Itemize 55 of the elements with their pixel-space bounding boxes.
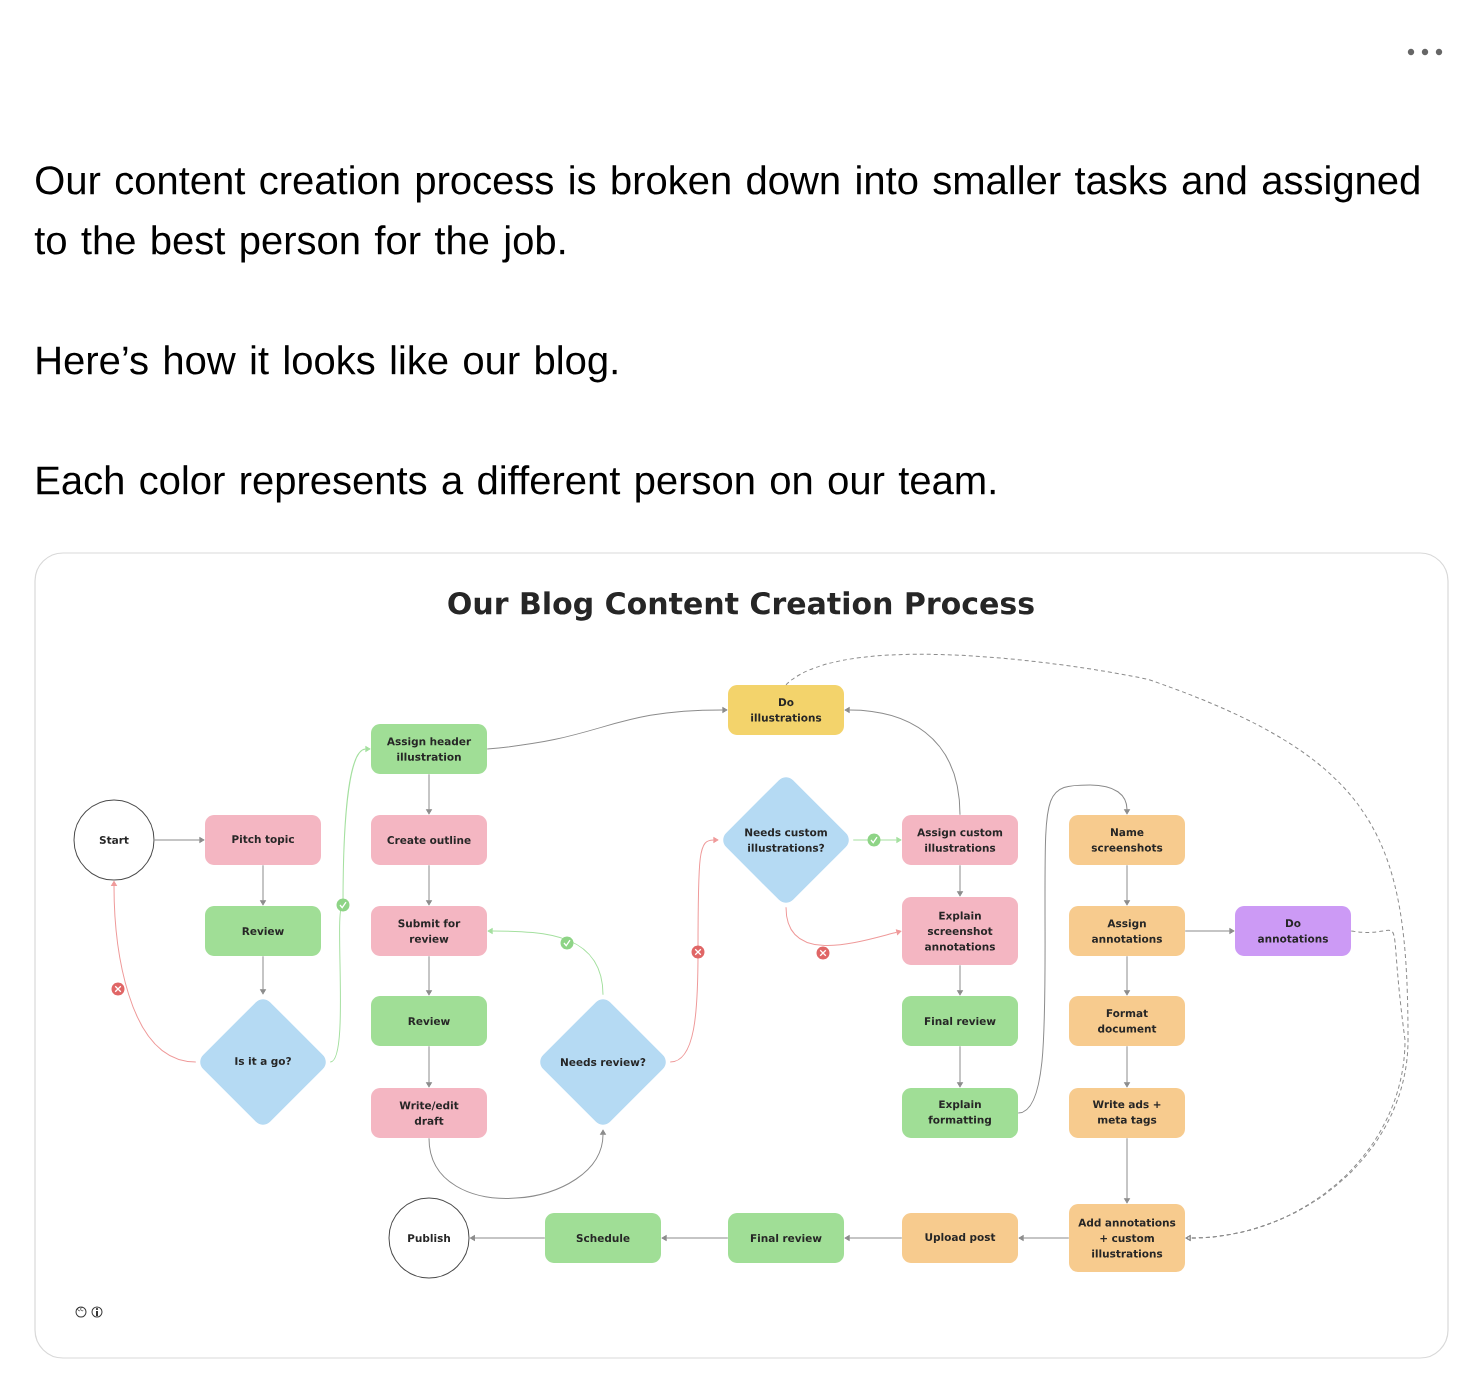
arrow <box>957 964 963 996</box>
arrow <box>111 881 197 1063</box>
arrow <box>1017 784 1130 1114</box>
process-box: Format document <box>1069 996 1185 1046</box>
arrow <box>661 1235 729 1241</box>
process-box: Final review <box>902 996 1018 1046</box>
process-box: Assign annotations <box>1069 906 1185 956</box>
arrow <box>260 864 266 906</box>
arrow <box>1124 1045 1130 1088</box>
arrow <box>1124 864 1130 906</box>
process-box: Create outline <box>371 815 487 865</box>
process-box: Upload post <box>902 1213 1018 1263</box>
process-box: Final review <box>728 1213 844 1263</box>
process-box: Submit for review <box>371 906 487 956</box>
process-box: Name screenshots <box>1069 815 1185 865</box>
process-box: Do illustrations <box>728 685 844 735</box>
arrow <box>1018 1235 1070 1241</box>
arrow <box>852 837 902 843</box>
process-box: Assign custom illustrations <box>902 815 1018 865</box>
diagram-title: Our Blog Content Creation Process <box>448 591 1034 621</box>
process-box: Explain formatting <box>902 1088 1018 1138</box>
process-box: Write/edit draft <box>371 1088 487 1138</box>
arrow <box>1184 928 1235 934</box>
arrow <box>1124 1137 1130 1204</box>
arrow <box>957 1045 963 1088</box>
process-box: Explain screenshot annotations <box>902 897 1018 965</box>
post-text: Each color represents a different person on our team. <box>37 465 995 503</box>
process-box: Schedule <box>545 1213 661 1263</box>
arrow <box>1124 955 1130 996</box>
process-box: Add annotations + custom illustrations <box>1069 1204 1185 1272</box>
process-box: Pitch topic <box>205 815 321 865</box>
arrow <box>785 653 1409 1241</box>
arrow <box>329 746 371 1063</box>
post-text: Our content creation process is broken down into smaller tasks and assigned to the best person for the job. <box>34 165 1419 263</box>
process-box: Write ads + meta tags <box>1069 1088 1185 1138</box>
arrow <box>844 707 961 816</box>
arrow <box>957 864 963 897</box>
arrow <box>785 906 902 946</box>
arrow <box>487 928 604 996</box>
process-box: Assign header illustration <box>371 724 487 774</box>
process-box: Do annotations <box>1235 906 1351 956</box>
arrow <box>470 1235 546 1241</box>
post-text: Here’s how it looks like our blog. <box>37 345 617 383</box>
arrow <box>486 707 728 750</box>
arrow <box>154 837 205 843</box>
process-box: Review <box>371 996 487 1046</box>
arrow <box>426 773 432 815</box>
arrow <box>426 1045 432 1088</box>
arrow <box>428 1129 606 1199</box>
arrow <box>426 864 432 906</box>
arrow <box>844 1235 903 1241</box>
arrow <box>426 955 432 996</box>
process-box: Review <box>205 906 321 956</box>
arrow <box>669 837 719 1063</box>
arrow <box>260 955 266 995</box>
